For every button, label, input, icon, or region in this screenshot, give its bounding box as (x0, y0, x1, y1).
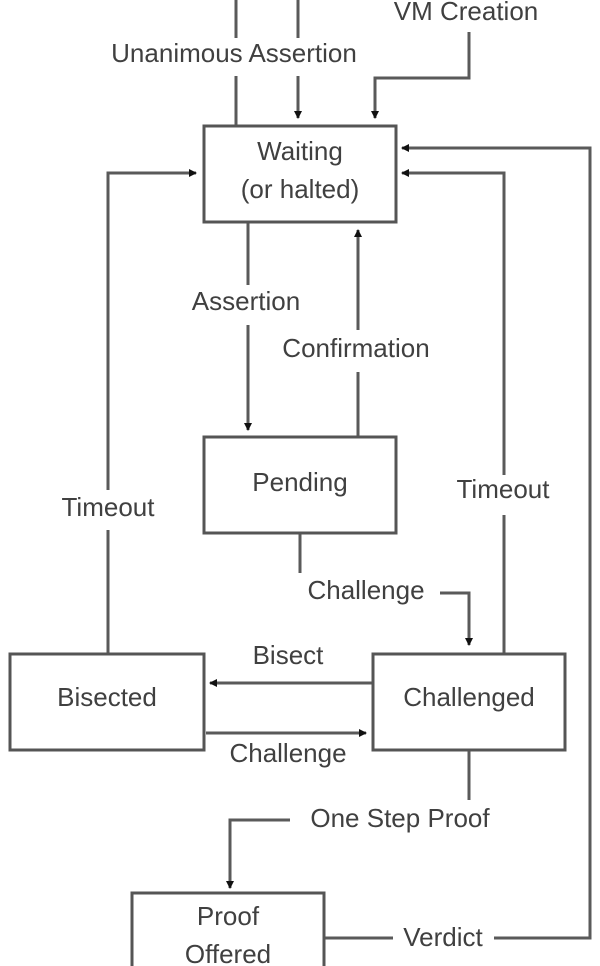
node-waiting: Waiting (or halted) (202, 124, 398, 224)
node-challenged: Challenged (371, 652, 567, 752)
label-confirmation: Confirmation (282, 333, 429, 363)
label-unanimous-assertion: Unanimous Assertion (111, 38, 357, 68)
edge-challenge-pending (298, 533, 473, 646)
label-bisect: Bisect (253, 640, 325, 670)
node-proof-offered: Proof Offered (130, 891, 326, 966)
node-proof-offered-line2: Offered (185, 939, 271, 966)
node-proof-offered-line1: Proof (197, 901, 260, 931)
node-bisected-label: Bisected (57, 682, 157, 712)
node-challenged-label: Challenged (403, 682, 535, 712)
edge-vm-creation (371, 32, 471, 119)
label-assertion: Assertion (192, 286, 300, 316)
label-challenge-pending: Challenge (307, 575, 424, 605)
edge-one-step-proof (226, 750, 471, 889)
label-verdict: Verdict (403, 922, 483, 952)
label-one-step-proof: One Step Proof (310, 803, 490, 833)
edge-timeout-left (106, 169, 197, 654)
edge-unanimous-assertion (234, 0, 302, 126)
label-timeout-left: Timeout (62, 492, 156, 522)
node-pending: Pending (202, 435, 398, 535)
edge-verdict (324, 144, 592, 940)
edge-timeout-right (401, 169, 506, 654)
node-bisected: Bisected (8, 652, 206, 752)
label-challenge-bisected: Challenge (229, 738, 346, 768)
node-waiting-line2: (or halted) (241, 174, 360, 204)
label-vm-creation: VM Creation (394, 0, 539, 26)
node-waiting-line1: Waiting (257, 136, 343, 166)
node-pending-label: Pending (252, 467, 347, 497)
label-timeout-right: Timeout (457, 474, 551, 504)
